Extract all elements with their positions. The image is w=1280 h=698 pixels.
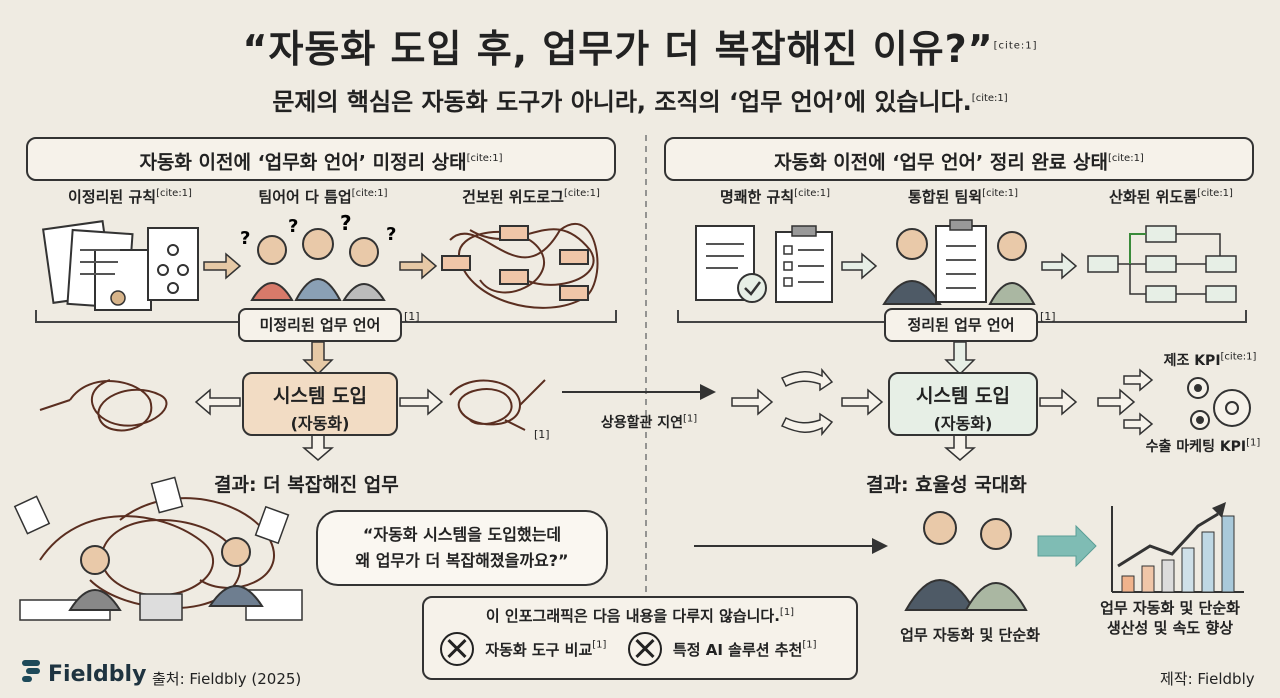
left-item-label: 팀어어 다 틈업[cite:1] — [258, 188, 388, 206]
clean-workflow-icon — [1087, 225, 1237, 303]
svg-text:?: ? — [288, 216, 298, 237]
excluded-item: 특정 AI 솔루션 추천 — [672, 640, 803, 659]
footer-logo: Fieldbly — [48, 662, 147, 687]
unorganized-language-box: 미정리된 업무 언어 — [238, 308, 402, 342]
right-result-label: 결과: 효율성 국대화 — [866, 474, 1027, 496]
delay-label: 상용할관 지연[1] — [600, 413, 698, 431]
people-caption: 업무 자동화 및 단순화 — [900, 626, 1040, 644]
left-system-box: 시스템 도입 (자동화) — [242, 372, 398, 436]
left-item-label: 이정리된 규칙[cite:1] — [68, 188, 192, 206]
scope-note-box: 이 인포그래픽은 다음 내용을 다루지 않습니다.[1] 자동화 도구 비교[1… — [422, 596, 858, 680]
tangle-left-icon — [39, 379, 168, 432]
gears-icon — [1187, 377, 1251, 430]
quote-bubble: “자동화 시스템을 도입했는데 왜 업무가 더 복잡해졌을까요?” — [316, 510, 608, 586]
documents-icon — [42, 220, 199, 311]
footer-source: 출처: Fieldbly (2025) — [152, 670, 302, 688]
fieldbly-logo-icon — [22, 660, 40, 682]
scope-note-text: 이 인포그래픽은 다음 내용을 다루지 않습니다.[1] — [485, 607, 795, 625]
svg-text:?: ? — [386, 224, 396, 245]
right-item-label: 산화된 위도롬[cite:1] — [1109, 188, 1233, 206]
svg-text:?: ? — [240, 228, 250, 249]
left-system-cite: [1] — [534, 428, 550, 441]
clear-rules-icon — [695, 225, 833, 303]
right-language-cite: [1] — [1040, 310, 1056, 323]
kpi-top-label: 제조 KPI[cite:1] — [1163, 351, 1257, 369]
overwhelmed-workers-icon — [13, 476, 303, 621]
right-system-box: 시스템 도입 (자동화) — [888, 372, 1038, 436]
excluded-x-icon — [440, 632, 474, 666]
left-language-cite: [1] — [404, 310, 420, 323]
unified-team-icon — [882, 219, 1036, 305]
tangle-right-icon — [449, 379, 546, 431]
footer-credit: 제작: Fieldbly — [1160, 670, 1255, 688]
chart-caption: 업무 자동화 및 단순화 생산성 및 속도 향상 — [1100, 599, 1240, 637]
organized-language-box: 정리된 업무 언어 — [884, 308, 1038, 342]
excluded-x-icon — [627, 632, 662, 666]
kpi-bottom-label: 수출 마케팅 KPI[1] — [1145, 437, 1261, 455]
right-panel-header: 자동화 이전에 ‘업무 언어’ 정리 완료 상태[cite:1] — [664, 137, 1254, 181]
page-title: “자동화 도입 후, 업무가 더 복잡해진 이유?”[cite:1] — [242, 27, 1038, 71]
growth-chart-icon — [1111, 502, 1244, 593]
left-item-label: 건보된 위도로그[cite:1] — [462, 188, 600, 206]
page-subtitle: 문제의 핵심은 자동화 도구가 아니라, 조직의 ‘업무 언어’에 있습니다.[… — [272, 88, 1008, 116]
right-item-label: 통합된 팀윅[cite:1] — [907, 188, 1019, 206]
left-panel-header: 자동화 이전에 ‘업무화 언어’ 미정리 상태[cite:1] — [26, 137, 616, 181]
confident-workers-icon — [904, 511, 1028, 611]
tangled-workflow-icon — [441, 222, 599, 309]
flow-arrows-icon — [731, 367, 884, 437]
confused-team-icon: ? ? ? ? — [240, 211, 396, 301]
right-item-label: 명쾌한 규칙[cite:1] — [719, 188, 831, 206]
excluded-item: 자동화 도구 비교 — [485, 640, 593, 659]
svg-text:?: ? — [340, 211, 352, 235]
left-result-label: 결과: 더 복잡해진 업무 — [214, 474, 399, 496]
